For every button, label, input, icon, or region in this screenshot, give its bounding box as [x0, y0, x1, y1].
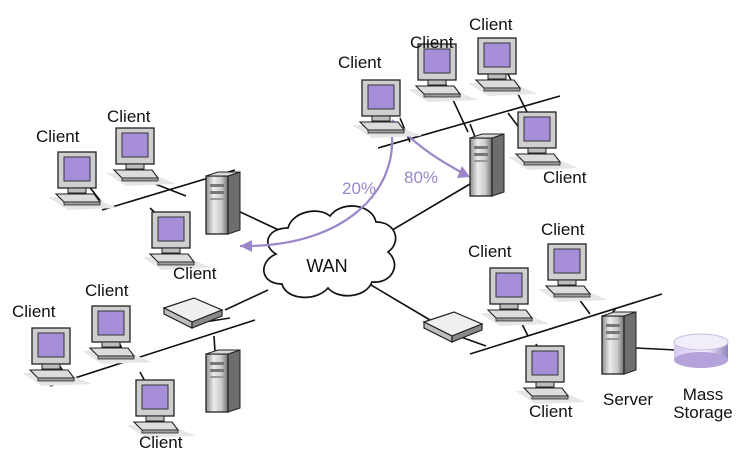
client-computer-icon [81, 305, 153, 365]
wan-link-bottom-left [224, 289, 269, 311]
traffic-20-percent: 20% [342, 179, 376, 198]
mass-storage-icon [673, 333, 729, 368]
client-label: Client [139, 433, 183, 452]
client-label: Client [468, 242, 512, 261]
lan-bottom-left-backbone [49, 319, 256, 387]
wan-link-bottom-right [365, 281, 431, 321]
client-computer-icon [21, 327, 93, 387]
client-computer-icon [351, 79, 423, 139]
server-tower-icon [469, 133, 505, 197]
storage-link [635, 347, 677, 351]
client-label: Client [541, 220, 585, 239]
wan-cloud-icon: WAN [263, 205, 397, 299]
server-tower-icon [205, 349, 241, 413]
client-computer-icon [507, 111, 579, 171]
client-label: Client [107, 107, 151, 126]
client-label: Client [543, 168, 587, 187]
router-icon [163, 297, 223, 329]
client-label: Client [338, 53, 382, 72]
traffic-80-percent: 80% [404, 168, 438, 187]
client-label: Client [469, 15, 513, 34]
client-computer-icon [105, 127, 177, 187]
client-label: Client [410, 33, 454, 52]
client-computer-icon [537, 243, 609, 303]
client-label: Client [529, 402, 573, 421]
server-label: Server [603, 390, 653, 409]
router-icon [423, 311, 483, 343]
arrowhead-right [457, 166, 470, 178]
client-computer-icon [47, 151, 119, 211]
server-tower-icon [601, 311, 637, 375]
client-label: Client [85, 281, 129, 300]
client-computer-icon [515, 345, 587, 405]
lan-bottom-right-backbone [469, 293, 663, 355]
wan-label: WAN [306, 256, 347, 276]
client-computer-icon [407, 43, 479, 103]
client-computer-icon [141, 211, 213, 271]
client-computer-icon [125, 379, 197, 439]
server-tower-icon [205, 171, 241, 235]
client-label: Client [36, 127, 80, 146]
arrow-20-percent [239, 121, 394, 248]
mass-storage-label-line2: Storage [673, 403, 733, 422]
client-label: Client [173, 264, 217, 283]
arrowhead-left [240, 240, 252, 252]
mass-storage-label-line1: Mass [683, 385, 724, 404]
client-computer-icon [479, 267, 551, 327]
client-computer-icon [467, 37, 539, 97]
client-label: Client [12, 302, 56, 321]
